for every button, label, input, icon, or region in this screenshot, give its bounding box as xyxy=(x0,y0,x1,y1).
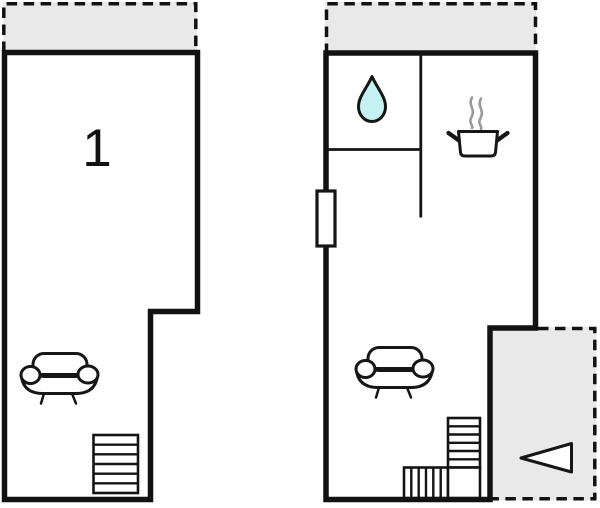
staircase-icon xyxy=(92,433,140,495)
right-balcony-area xyxy=(325,2,536,51)
entrance-arrow-icon xyxy=(519,442,573,474)
l-staircase-icon xyxy=(402,416,482,500)
steam-icon xyxy=(478,97,484,131)
left-unit-walls xyxy=(1,49,201,503)
left-balcony-dashed-border xyxy=(2,2,198,52)
door-marker xyxy=(315,189,337,248)
right-unit xyxy=(315,2,597,503)
water-drop-icon xyxy=(357,75,387,123)
stair-landing xyxy=(446,466,482,500)
left-unit: 1 xyxy=(1,2,201,503)
cooking-pot-icon xyxy=(446,96,510,158)
kitchen-partition-walls xyxy=(328,55,423,218)
right-balcony-dashed-border xyxy=(324,2,538,54)
room-number-label: 1 xyxy=(82,119,111,178)
pot-body xyxy=(457,130,499,158)
steam-icon xyxy=(469,96,475,130)
pot-handles xyxy=(446,130,510,143)
terrace-area xyxy=(490,327,597,501)
terrace-dashed-border xyxy=(491,326,597,501)
left-balcony-area xyxy=(3,2,197,51)
